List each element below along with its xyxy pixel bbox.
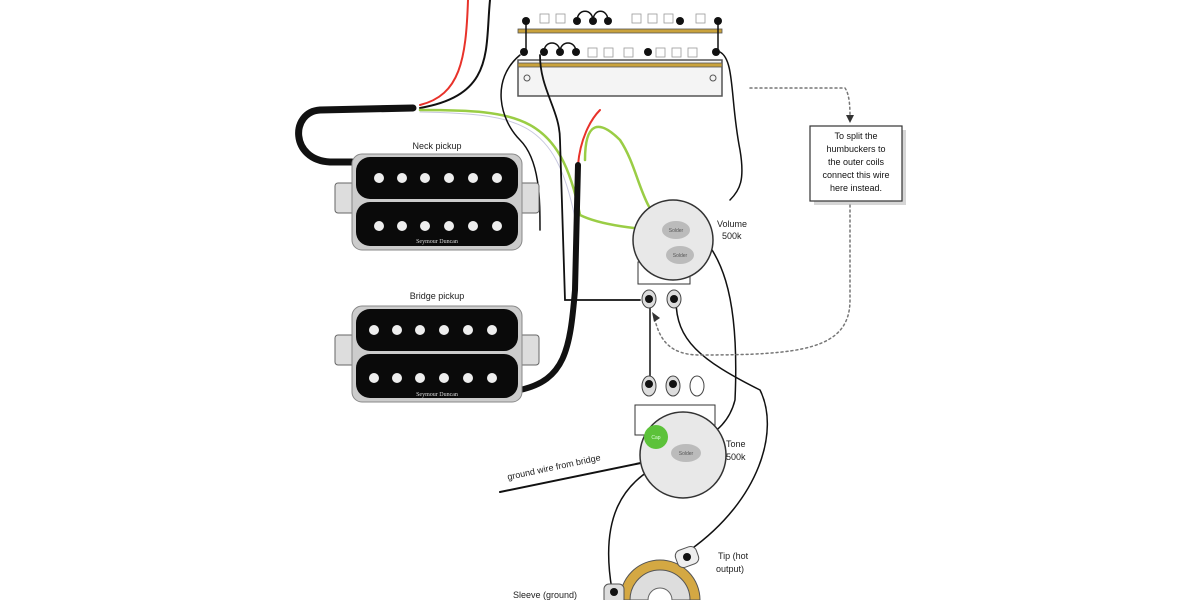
switch-mount-hole-right: [709, 74, 717, 82]
neck-pole-pieces: [374, 173, 502, 231]
wire-red-bridge: [577, 109, 601, 166]
switch-bar-top: [517, 28, 723, 34]
neck-pickup-label: Neck pickup: [412, 141, 461, 151]
bridge-pickup-brand: Seymour Duncan: [416, 392, 458, 398]
tone-capacitor: [644, 425, 668, 449]
wire-white-neck: [419, 111, 576, 219]
dotted-split-wire-top: [749, 87, 851, 119]
volume-lugs: [641, 289, 682, 309]
tone-value: 500k: [726, 452, 746, 462]
note-line: humbuckers to: [826, 144, 885, 154]
solder-label: Solder: [673, 253, 688, 259]
output-jack: Tip (hot output) Sleeve (ground): [513, 545, 749, 600]
note-line: connect this wire: [822, 170, 889, 180]
wire-black-neck: [419, 0, 491, 109]
arrow-icon: [846, 115, 854, 123]
tone-solder: [671, 444, 701, 462]
volume-pot: Solder Solder Volume 500k: [632, 199, 747, 309]
switch-lugs: [539, 13, 706, 58]
neck-pickup: Neck pickup Seymour Duncan: [334, 141, 540, 251]
arrow-icon: [652, 312, 660, 322]
switch-bar-bottom: [517, 62, 723, 68]
ground-wire-from-bridge: [499, 457, 666, 493]
tip-label-line1: Tip (hot: [718, 551, 749, 561]
tip-label-line2: output): [716, 564, 744, 574]
bridge-pickup: Bridge pickup Seymour Duncan: [334, 291, 540, 403]
volume-solder-2: [666, 246, 694, 264]
neck-pickup-cable: [295, 104, 417, 166]
solder-label: Solder: [669, 228, 684, 234]
volume-value: 500k: [722, 231, 742, 241]
bridge-pole-pieces: [369, 325, 497, 383]
wire-red-neck: [419, 0, 469, 106]
wire-switch-to-volume: [539, 54, 641, 301]
bridge-pickup-cable: [517, 162, 581, 393]
pickup-selector-switch: [517, 10, 723, 97]
cap-label: Cap: [651, 435, 660, 441]
volume-solder-1: [662, 221, 690, 239]
tone-pot: Cap Solder Tone 500k: [634, 375, 746, 499]
tone-lugs: [641, 375, 705, 397]
sleeve-label: Sleeve (ground): [513, 590, 577, 600]
note-line: To split the: [834, 131, 877, 141]
note-line: here instead.: [830, 183, 882, 193]
wire-volume-out-to-jack: [675, 299, 769, 551]
tone-label: Tone: [726, 439, 746, 449]
dotted-split-wire-bottom: [654, 204, 851, 356]
ground-wire-label: ground wire from bridge: [506, 452, 601, 482]
neck-pickup-brand: Seymour Duncan: [416, 239, 458, 245]
volume-label: Volume: [717, 219, 747, 229]
note-line: the outer coils: [828, 157, 885, 167]
wire-green-neck: [418, 108, 582, 217]
solder-label: Solder: [679, 451, 694, 457]
switch-mount-hole-left: [523, 74, 531, 82]
bridge-pickup-label: Bridge pickup: [410, 291, 465, 301]
wire-switch-right: [719, 51, 743, 201]
split-coil-note: To split the humbuckers to the outer coi…: [809, 125, 906, 205]
